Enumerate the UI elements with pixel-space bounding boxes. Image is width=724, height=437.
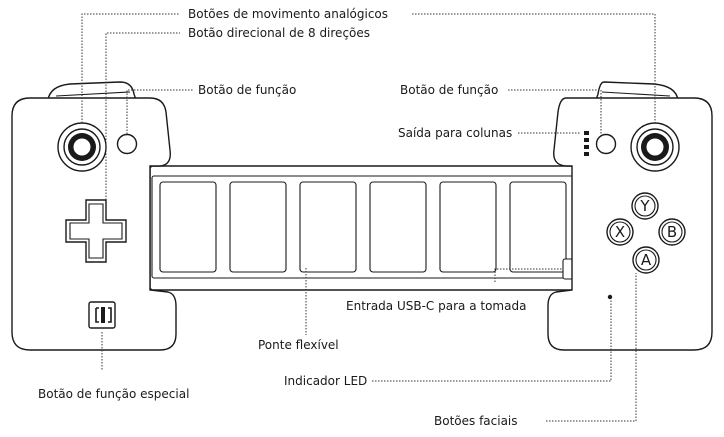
led-indicator [607, 294, 613, 300]
special-function-button[interactable] [88, 301, 116, 329]
face-button-x[interactable]: X [606, 218, 634, 246]
left-analog-stick[interactable] [57, 122, 107, 172]
face-button-a[interactable]: A [632, 246, 660, 274]
label-dpad: Botão direcional de 8 direções [188, 26, 370, 40]
face-button-b[interactable]: B [658, 218, 686, 246]
svg-text:A: A [641, 251, 652, 269]
label-face-buttons: Botões faciais [434, 414, 518, 428]
svg-text:B: B [667, 223, 677, 241]
right-analog-stick[interactable] [630, 122, 680, 172]
function-button-left[interactable] [116, 133, 138, 155]
function-button-right[interactable] [595, 133, 617, 155]
face-button-y[interactable]: Y [631, 192, 659, 220]
label-special: Botão de função especial [38, 387, 189, 401]
label-bridge: Ponte flexível [258, 338, 339, 352]
label-led: Indicador LED [284, 374, 367, 388]
dpad[interactable] [65, 199, 127, 263]
label-function-left: Botão de função [198, 83, 296, 97]
label-analog-sticks: Botões de movimento analógicos [188, 7, 388, 21]
speaker-grille [584, 131, 589, 156]
svg-text:Y: Y [639, 197, 650, 215]
flexible-bridge [149, 165, 581, 291]
label-speaker: Saída para colunas [398, 126, 512, 140]
right-grip [547, 81, 713, 351]
face-buttons: Y X B A [606, 192, 686, 274]
leader-lines [81, 13, 656, 422]
svg-text:X: X [615, 223, 625, 241]
label-function-right: Botão de função [400, 83, 498, 97]
label-usbc: Entrada USB-C para a tomada [346, 299, 526, 313]
